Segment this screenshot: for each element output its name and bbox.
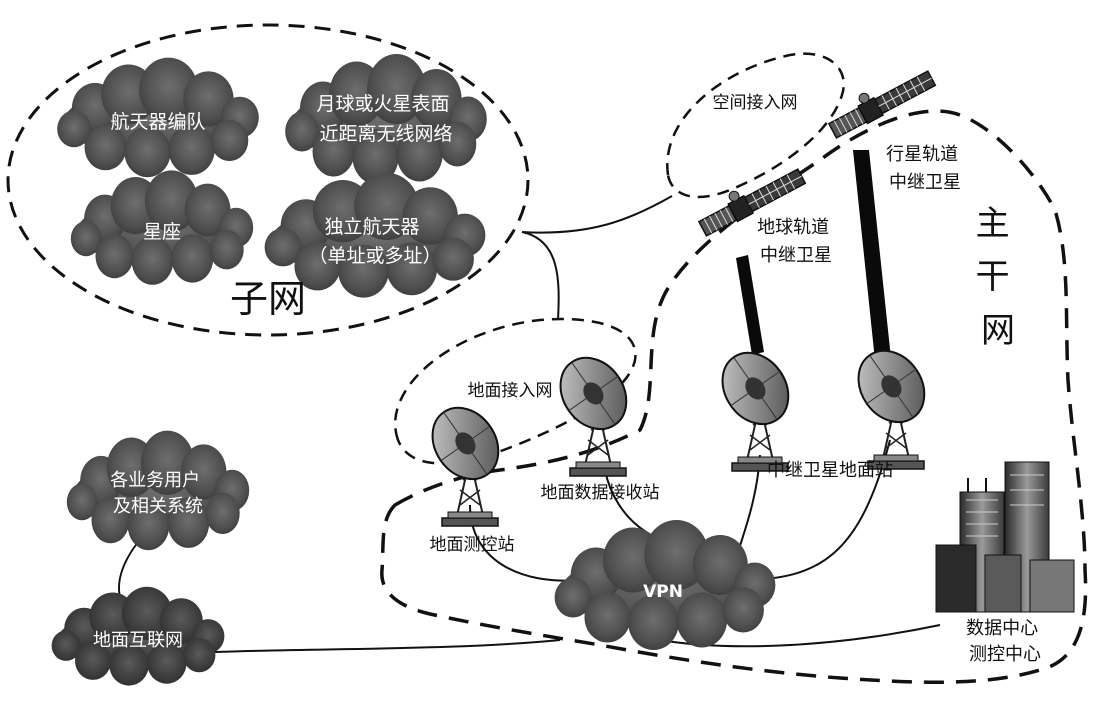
label-ground-access: 地面接入网 (468, 381, 553, 401)
space-access-boundary (666, 52, 845, 199)
label-independent-spacecraft: 独立航天器 （单址或多址） (308, 216, 441, 267)
dish-relay-ground-2-icon (844, 337, 939, 470)
label-data-center: 数据中心 测控中心 (966, 618, 1044, 665)
cloud-surface-network (285, 54, 487, 184)
label-relay-ground: 中继卫星地面站 (767, 460, 893, 481)
subnet-title: 子网 (230, 277, 306, 321)
subnet-link-line (521, 195, 673, 321)
internet-link (214, 624, 941, 653)
label-ground-ttc: 地面测控站 (430, 535, 515, 555)
label-surface-network: 月球或火星表面 近距离无线网络 (316, 93, 455, 145)
label-planet-relay: 行星轨道 中继卫星 (886, 144, 964, 193)
dish-data-receiving-icon (546, 344, 641, 477)
label-constellation: 星座 (143, 221, 181, 243)
dish-relay-ground-1-icon (708, 339, 803, 472)
planet-relay-beam (853, 150, 892, 370)
label-vpn: VPN (643, 582, 683, 602)
label-internet: 地面互联网 (93, 630, 183, 651)
label-earth-relay: 地球轨道 中继卫星 (757, 217, 835, 266)
backbone-boundary (380, 109, 1088, 685)
subnet-boundary (6, 23, 530, 337)
label-space-access: 空间接入网 (713, 93, 798, 113)
data-center-buildings-icon (935, 461, 1075, 613)
label-data-receiving: 地面数据接收站 (541, 483, 660, 503)
earth-relay-beam (736, 255, 764, 355)
label-users: 各业务用户 及相关系统 (110, 470, 206, 517)
backbone-title: 主 干 网 (976, 204, 1021, 351)
label-spacecraft-formation: 航天器编队 (110, 111, 205, 133)
dish-ground-ttc-icon (418, 394, 513, 527)
